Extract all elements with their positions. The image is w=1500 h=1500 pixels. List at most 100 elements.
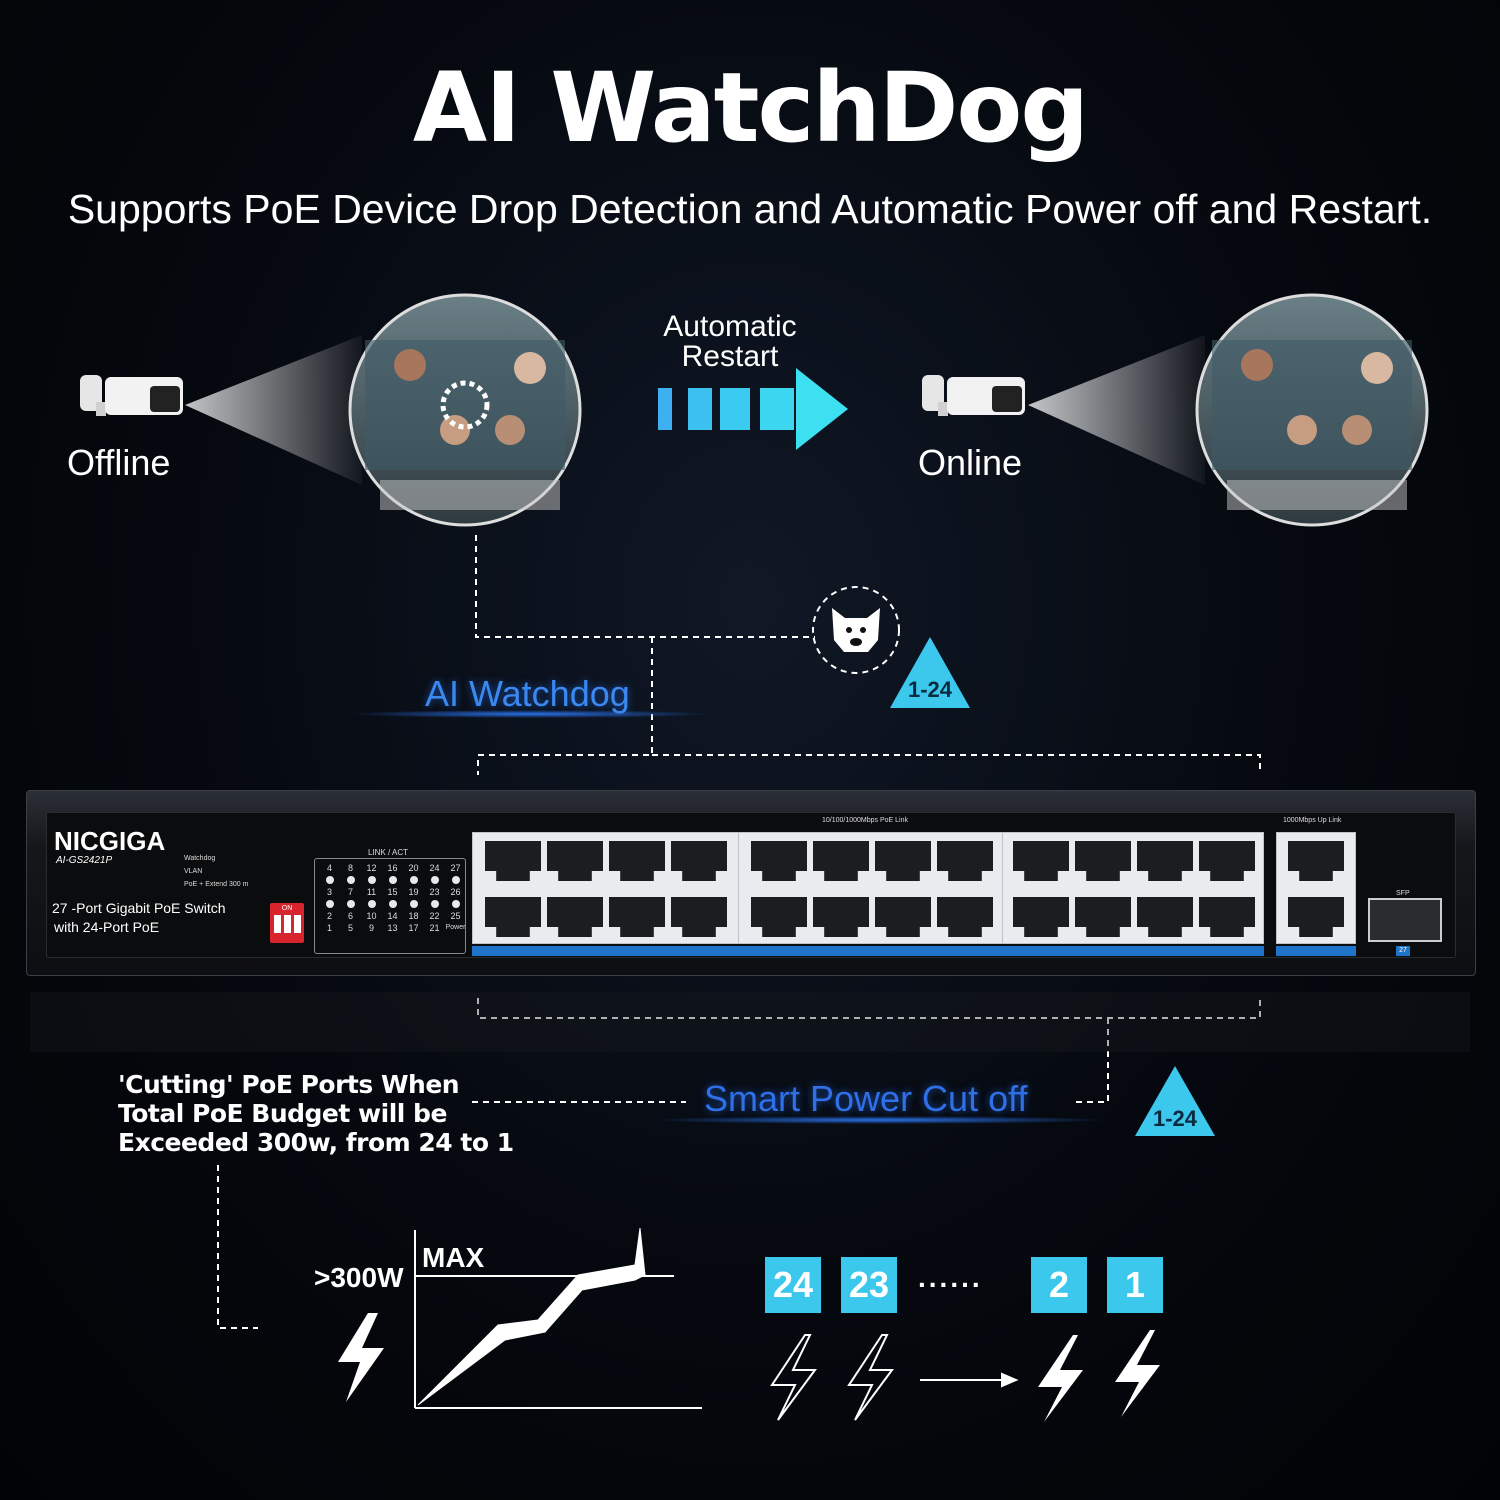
led-indicator bbox=[325, 900, 334, 908]
uplink-section-label: 1000Mbps Up Link bbox=[1283, 817, 1342, 824]
lightning-outline-icons bbox=[770, 1334, 894, 1421]
camera-offline-icon bbox=[80, 335, 362, 485]
rj45-port[interactable] bbox=[609, 897, 665, 937]
offline-label: Offline bbox=[67, 442, 171, 483]
powercut-desc-line3: Exceeded 300w, from 24 to 1 bbox=[118, 1128, 514, 1157]
rj45-port[interactable] bbox=[547, 841, 603, 881]
powercut-connector-lines bbox=[217, 998, 1261, 1329]
led-label: 12 bbox=[366, 863, 377, 873]
rj45-port[interactable] bbox=[751, 897, 807, 937]
dip-toggle-1[interactable] bbox=[273, 915, 281, 933]
led-label: 16 bbox=[387, 863, 398, 873]
led-indicator bbox=[451, 876, 460, 884]
sfp-port[interactable] bbox=[1368, 898, 1442, 942]
led-indicator bbox=[325, 876, 334, 884]
switch-reflection bbox=[30, 992, 1470, 1052]
sequence-ellipsis: ...... bbox=[918, 1262, 983, 1293]
led-label: 11 bbox=[366, 887, 377, 897]
dip-toggle-3[interactable] bbox=[293, 915, 301, 933]
led-label: 5 bbox=[347, 923, 353, 933]
rj45-port[interactable] bbox=[813, 897, 869, 937]
dip-switch[interactable]: ON bbox=[270, 903, 304, 943]
rj45-port[interactable] bbox=[1199, 841, 1255, 881]
led-indicator bbox=[346, 876, 355, 884]
sfp-port-number: 27 bbox=[1396, 946, 1410, 956]
rj45-port[interactable] bbox=[813, 841, 869, 881]
rj45-port[interactable] bbox=[485, 841, 541, 881]
rj45-port[interactable] bbox=[751, 841, 807, 881]
rj45-port[interactable] bbox=[1075, 897, 1131, 937]
sfp-label: SFP bbox=[1396, 890, 1410, 897]
uplink-port[interactable] bbox=[1288, 841, 1344, 881]
powercut-label: Smart Power Cut off bbox=[704, 1078, 1028, 1119]
led-indicator bbox=[409, 900, 418, 908]
rj45-port[interactable] bbox=[1199, 897, 1255, 937]
led-label: 25 bbox=[450, 911, 461, 921]
watchdog-port-range: 1-24 bbox=[907, 677, 953, 702]
rj45-port[interactable] bbox=[609, 841, 665, 881]
powercut-glow-line bbox=[650, 1116, 1110, 1124]
led-panel-title: LINK / ACT bbox=[368, 848, 409, 857]
rj45-port[interactable] bbox=[1075, 841, 1131, 881]
led-indicator bbox=[430, 876, 439, 884]
led-label: 1 bbox=[326, 923, 332, 933]
led-label: 27 bbox=[450, 863, 461, 873]
rj45-port[interactable] bbox=[1013, 897, 1069, 937]
rj45-port[interactable] bbox=[547, 897, 603, 937]
led-label: 15 bbox=[387, 887, 398, 897]
switch-desc-line2: with 24-Port PoE bbox=[54, 919, 160, 935]
poe-port-label-strip bbox=[472, 946, 1264, 956]
port-sequence-24: 24 bbox=[765, 1257, 821, 1313]
port-group-2 bbox=[738, 832, 1004, 944]
uplink-port[interactable] bbox=[1288, 897, 1344, 937]
restart-label: Automatic Restart bbox=[650, 312, 810, 372]
max-label: MAX bbox=[422, 1242, 485, 1273]
led-indicator bbox=[367, 900, 376, 908]
led-label: 9 bbox=[368, 923, 374, 933]
port-sequence-1: 1 bbox=[1107, 1257, 1163, 1313]
led-indicator bbox=[451, 900, 460, 908]
dip-label-poe-extend: PoE + Extend 300 m bbox=[184, 881, 249, 888]
dog-icon bbox=[812, 586, 900, 674]
port-sequence-2: 2 bbox=[1031, 1257, 1087, 1313]
watchdog-label: AI Watchdog bbox=[425, 673, 630, 714]
video-call-online-image bbox=[1195, 293, 1429, 527]
led-indicator bbox=[346, 900, 355, 908]
led-indicator bbox=[367, 876, 376, 884]
led-label: 22 bbox=[429, 911, 440, 921]
rj45-port[interactable] bbox=[1137, 897, 1193, 937]
poe-section-label: 10/100/1000Mbps PoE Link bbox=[822, 817, 909, 824]
led-label: 19 bbox=[408, 887, 419, 897]
video-call-offline-image bbox=[348, 293, 582, 527]
switch-model: AI-GS2421P bbox=[56, 855, 113, 866]
rj45-port[interactable] bbox=[875, 897, 931, 937]
rj45-port[interactable] bbox=[937, 841, 993, 881]
page-subtitle: Supports PoE Device Drop Detection and A… bbox=[67, 186, 1433, 232]
rj45-port[interactable] bbox=[875, 841, 931, 881]
watchdog-glow-line bbox=[350, 710, 710, 718]
rj45-port[interactable] bbox=[937, 897, 993, 937]
port-sequence-23: 23 bbox=[841, 1257, 897, 1313]
uplink-label-strip bbox=[1276, 946, 1356, 956]
rj45-port[interactable] bbox=[485, 897, 541, 937]
rj45-port[interactable] bbox=[671, 897, 727, 937]
led-label: 7 bbox=[347, 887, 353, 897]
rj45-port[interactable] bbox=[1137, 841, 1193, 881]
led-label: 23 bbox=[429, 887, 440, 897]
led-indicator bbox=[409, 876, 418, 884]
page-title: AI WatchDog bbox=[412, 52, 1089, 164]
rj45-port[interactable] bbox=[1013, 841, 1069, 881]
dip-toggle-2[interactable] bbox=[283, 915, 291, 933]
led-label: 6 bbox=[347, 911, 353, 921]
led-label: 10 bbox=[366, 911, 377, 921]
lightning-solid-icon bbox=[338, 1313, 384, 1402]
led-label: 3 bbox=[326, 887, 332, 897]
online-label: Online bbox=[918, 442, 1023, 483]
threshold-label: >300W bbox=[314, 1262, 404, 1293]
rj45-port[interactable] bbox=[671, 841, 727, 881]
led-indicator bbox=[388, 876, 397, 884]
port-group-1 bbox=[472, 832, 740, 944]
port-group-3 bbox=[1002, 832, 1264, 944]
powercut-description: 'Cutting' PoE Ports When Total PoE Budge… bbox=[118, 1070, 514, 1157]
